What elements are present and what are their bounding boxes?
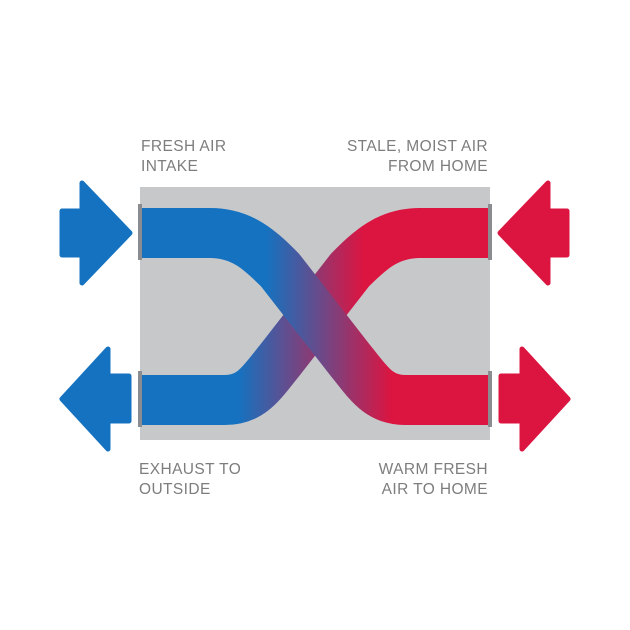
port-top-left — [138, 204, 142, 260]
stale-air-to-exhaust-airflow — [140, 208, 490, 425]
exhaust-to-outside-label-line-2: OUTSIDE — [139, 481, 211, 498]
warm-fresh-air-label-line-2: AIR TO HOME — [381, 481, 488, 498]
fresh-air-intake-label-line-2: INTAKE — [141, 158, 199, 175]
arrow-left-icon — [59, 346, 132, 452]
warm-fresh-air-label: WARM FRESH AIR TO HOME — [379, 460, 488, 500]
fresh-intake-to-home-airflow — [140, 208, 490, 425]
arrow-right-icon — [59, 180, 133, 286]
fresh-air-intake-label: FRESH AIR INTAKE — [141, 137, 226, 177]
arrow-right-icon — [498, 346, 571, 452]
stale-moist-air-label-line-1: STALE, MOIST AIR — [346, 138, 488, 155]
exhaust-to-outside-label-line-1: EXHAUST TO — [139, 461, 242, 478]
exhaust-to-outside-label: EXHAUST TO OUTSIDE — [139, 460, 241, 500]
stale-moist-air-label: STALE, MOIST AIR FROM HOME — [347, 137, 488, 177]
warm-fresh-air-label-line-1: WARM FRESH — [378, 461, 488, 478]
port-top-right — [488, 204, 492, 260]
fresh-air-intake-label-line-1: FRESH AIR — [141, 138, 227, 155]
port-bottom-left — [138, 371, 142, 427]
stale-moist-air-label-line-2: FROM HOME — [387, 158, 488, 175]
port-bottom-right — [488, 371, 492, 427]
arrow-left-icon — [497, 180, 570, 286]
